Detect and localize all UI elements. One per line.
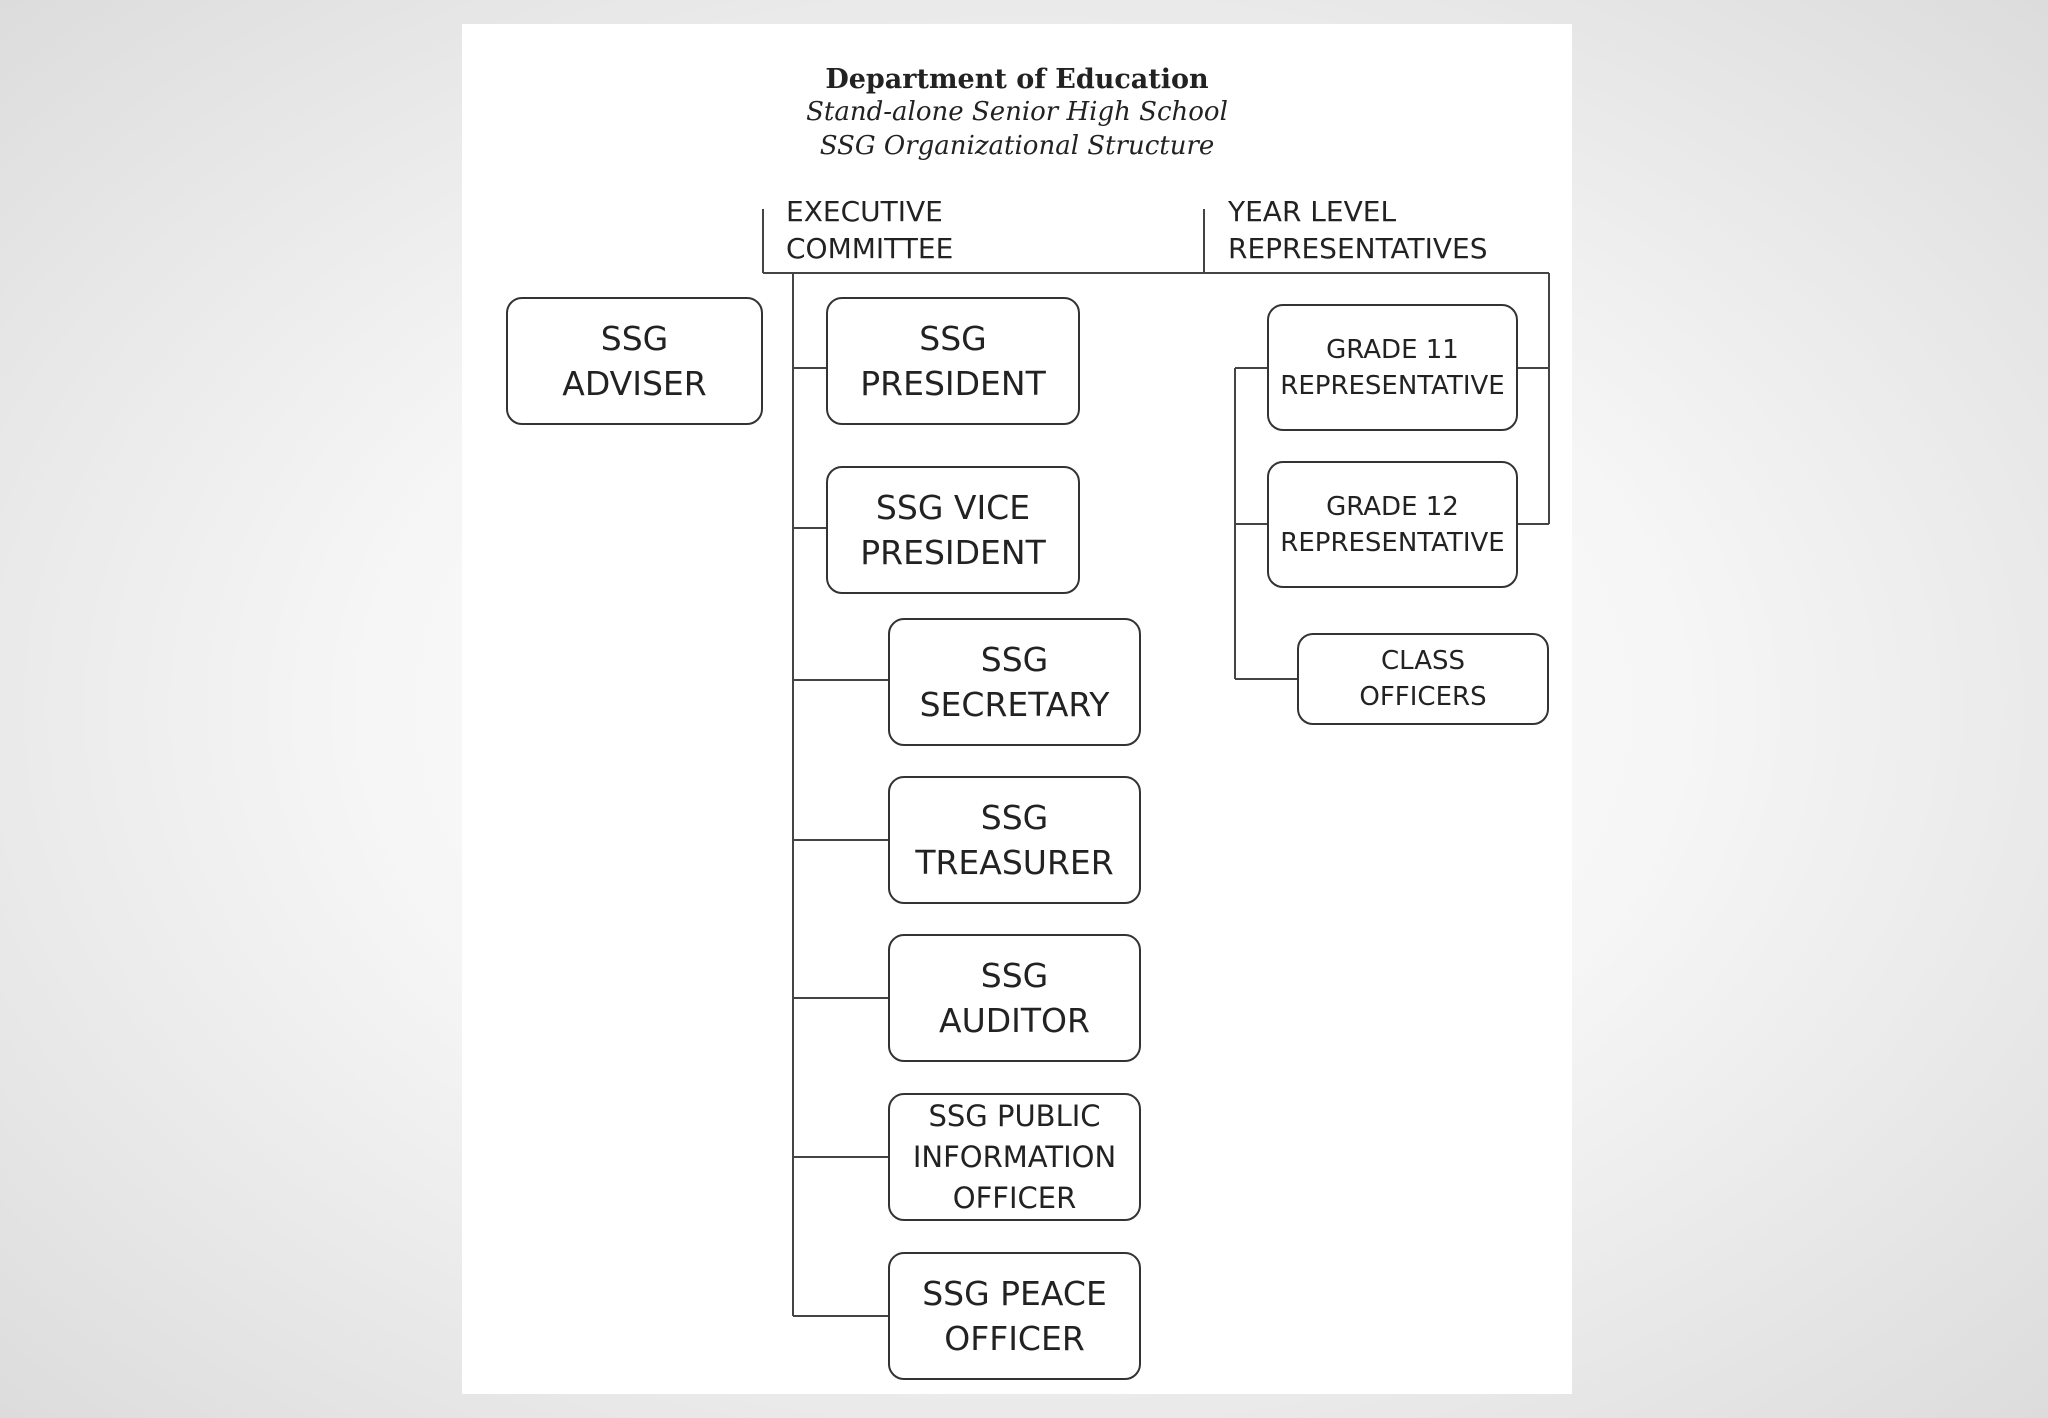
ssg-secretary-box: SSG SECRETARY xyxy=(888,618,1141,746)
executive-committee-label: EXECUTIVE COMMITTEE xyxy=(786,195,954,265)
box-label: SSG PEACE OFFICER xyxy=(922,1274,1107,1358)
page-subtitle-structure: SSG Organizational Structure xyxy=(819,131,1215,161)
grade-12-representative-box: GRADE 12 REPRESENTATIVE xyxy=(1267,461,1518,588)
box-label: SSG TREASURER xyxy=(915,798,1114,882)
box-label: SSG PUBLIC INFORMATION OFFICER xyxy=(912,1098,1117,1215)
box-label: SSG SECRETARY xyxy=(919,640,1110,724)
box-label: CLASS OFFICERS xyxy=(1359,646,1487,712)
page-subtitle-school: Stand-alone Senior High School xyxy=(806,97,1228,127)
box-label: SSG ADVISER xyxy=(562,319,707,403)
box-label: SSG PRESIDENT xyxy=(860,319,1046,403)
ssg-public-information-officer-box: SSG PUBLIC INFORMATION OFFICER xyxy=(888,1093,1141,1221)
ssg-adviser-box: SSG ADVISER xyxy=(506,297,763,425)
box-label: SSG VICE PRESIDENT xyxy=(860,488,1046,572)
box-label: GRADE 12 REPRESENTATIVE xyxy=(1280,491,1505,558)
ssg-treasurer-box: SSG TREASURER xyxy=(888,776,1141,904)
year-level-representatives-label: YEAR LEVEL REPRESENTATIVES xyxy=(1228,195,1488,265)
page-title: Department of Education xyxy=(825,64,1209,95)
ssg-auditor-box: SSG AUDITOR xyxy=(888,934,1141,1062)
ssg-peace-officer-box: SSG PEACE OFFICER xyxy=(888,1252,1141,1380)
ssg-president-box: SSG PRESIDENT xyxy=(826,297,1080,425)
box-label: GRADE 11 REPRESENTATIVE xyxy=(1280,334,1505,401)
ssg-vice-president-box: SSG VICE PRESIDENT xyxy=(826,466,1080,594)
class-officers-box: CLASS OFFICERS xyxy=(1297,633,1549,725)
box-label: SSG AUDITOR xyxy=(939,956,1090,1040)
grade-11-representative-box: GRADE 11 REPRESENTATIVE xyxy=(1267,304,1518,431)
